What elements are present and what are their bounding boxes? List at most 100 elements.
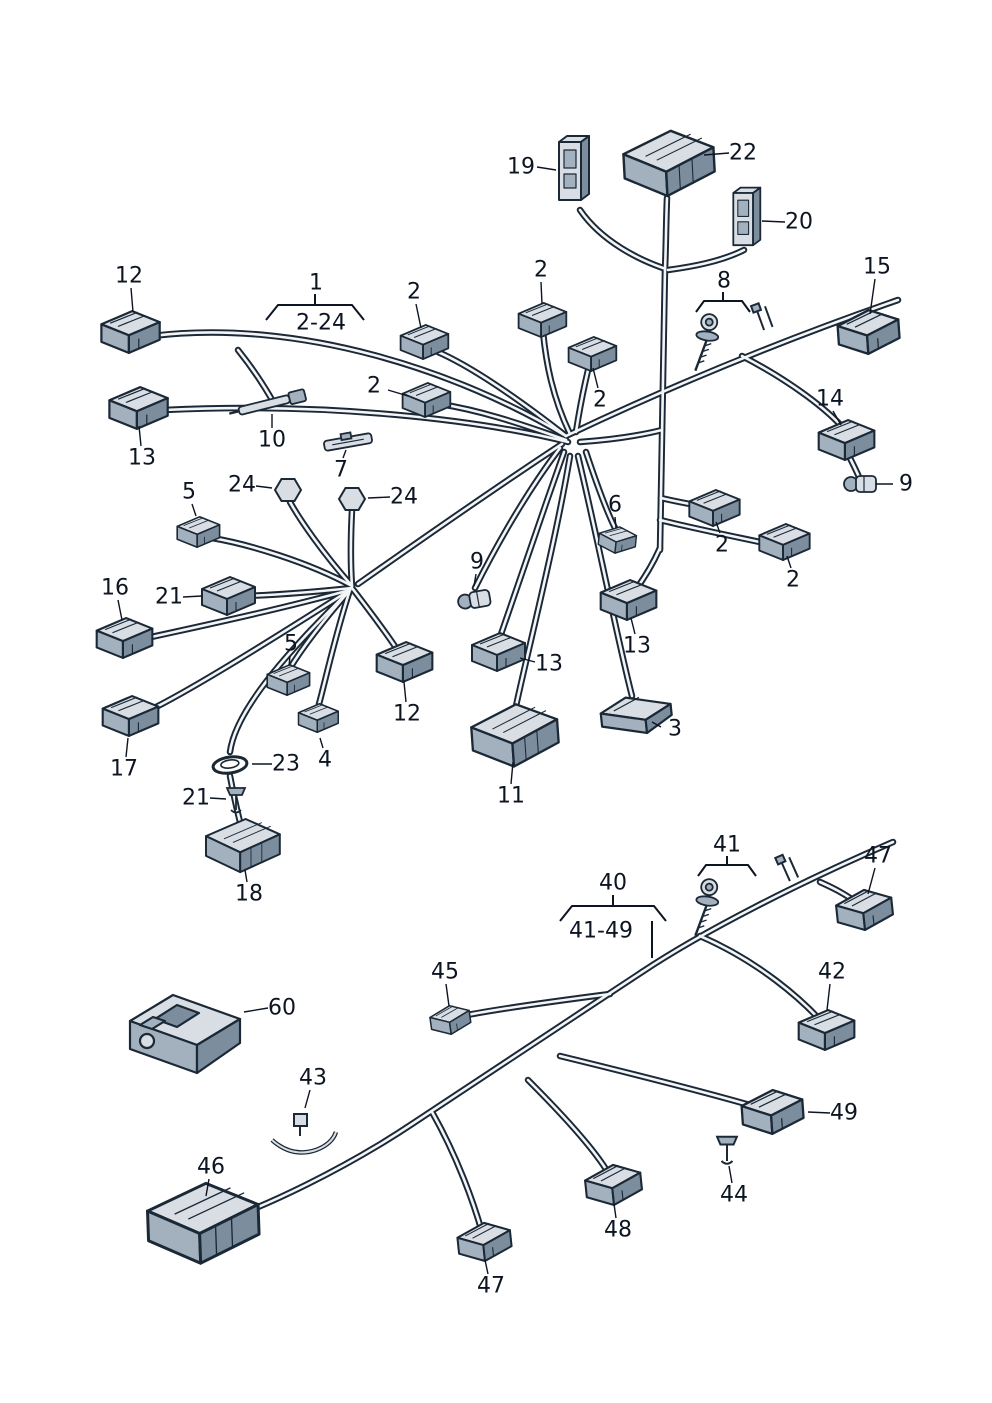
- part-clip-21b: [226, 787, 246, 814]
- part-connector-14: [817, 418, 876, 462]
- harness-wire-core: [349, 508, 354, 588]
- leader-label-44: [728, 1165, 733, 1184]
- harness-wire-core: [210, 536, 354, 588]
- part-connector-4: [297, 703, 339, 733]
- leader-label-5a: [191, 503, 197, 517]
- label-20: 20: [785, 210, 813, 235]
- leader-label-3: [651, 721, 662, 728]
- part-connector-12b: [375, 640, 434, 684]
- part-connector-20: [732, 186, 762, 247]
- part-tie-wrap-2: [774, 851, 800, 884]
- label-12b: 12: [393, 702, 421, 727]
- leader-label-17: [125, 737, 129, 758]
- part-connector-11: [468, 700, 562, 771]
- harness-wire-core: [436, 350, 568, 438]
- label-40: 40: [599, 871, 627, 896]
- part-connector-16: [95, 616, 154, 660]
- harness-wire-core: [350, 586, 402, 656]
- leader-label-24b: [367, 496, 391, 499]
- leader-label-7: [342, 449, 347, 459]
- label-47a: 47: [864, 844, 892, 869]
- label-45: 45: [431, 960, 459, 985]
- leader-label-9b: [473, 573, 477, 587]
- leader-label-47a: [867, 867, 876, 895]
- harness-wire-core: [430, 1110, 484, 1234]
- part-connector-6: [596, 524, 638, 556]
- label-2-24: 2-24: [296, 311, 346, 336]
- label-8: 8: [717, 269, 731, 294]
- label-12: 12: [115, 264, 143, 289]
- harness-wire: [576, 206, 667, 272]
- harness-wire-core: [576, 454, 634, 698]
- harness-wire-core: [574, 360, 592, 434]
- part-connector-21a: [201, 576, 256, 616]
- leader-label-22: [703, 152, 730, 156]
- label-2a: 2: [534, 258, 548, 283]
- harness-wire-core: [564, 298, 900, 438]
- leader-label-42: [826, 983, 831, 1011]
- bracket-41: [697, 856, 757, 877]
- part-connector-5a: [176, 515, 221, 549]
- harness-wire-core: [663, 196, 669, 272]
- label-21a: 21: [155, 585, 183, 610]
- part-nut-24b: [338, 487, 366, 511]
- label-16: 16: [101, 576, 129, 601]
- harness-wire-core: [136, 588, 352, 642]
- label-5a: 5: [182, 480, 196, 505]
- leader-label-2a: [540, 281, 543, 305]
- label-9a: 9: [899, 472, 913, 497]
- label-2b: 2: [407, 280, 421, 305]
- part-connector-12: [100, 310, 161, 354]
- part-tie-wrap-1: [750, 300, 774, 333]
- label-18: 18: [235, 882, 263, 907]
- part-connector-2e: [688, 489, 741, 527]
- leader-label-6: [614, 516, 617, 529]
- label-4: 4: [318, 748, 332, 773]
- leader-label-21b: [209, 797, 227, 800]
- harness-wire-core: [578, 208, 665, 270]
- leader-label-47b: [484, 1259, 489, 1275]
- part-connector-9b: [455, 588, 493, 612]
- leader-label-2b: [415, 303, 422, 329]
- leader-label-15: [869, 278, 876, 315]
- harness-wire-core: [150, 331, 568, 438]
- leader-label-2e: [715, 521, 721, 534]
- label-23: 23: [272, 752, 300, 777]
- group-brackets: [265, 292, 757, 958]
- label-2c: 2: [367, 374, 381, 399]
- part-connector-18: [205, 818, 281, 874]
- bracket-8: [695, 292, 751, 313]
- leader-label-13c: [630, 617, 636, 635]
- label-49: 49: [830, 1101, 858, 1126]
- harness-wire-core: [666, 248, 746, 272]
- part-connector-2a: [517, 301, 568, 339]
- leader-label-49: [807, 1111, 831, 1114]
- part-connector-46: [145, 1180, 262, 1267]
- part-connector-22: [621, 127, 718, 200]
- harness-wire-core: [541, 330, 572, 436]
- harness-wire-core: [497, 450, 566, 642]
- part-connector-13: [108, 386, 169, 430]
- leader-label-13b: [519, 657, 536, 663]
- label-13a: 13: [128, 446, 156, 471]
- part-clip-7: [321, 428, 374, 452]
- harness-wire-core: [317, 588, 352, 706]
- harness-wire-core: [698, 934, 824, 1024]
- leader-label-16: [117, 599, 123, 621]
- part-connector-9a: [843, 475, 877, 493]
- part-connector-19: [558, 135, 590, 201]
- label-42: 42: [818, 960, 846, 985]
- label-1: 1: [309, 271, 323, 296]
- label-13b: 13: [535, 652, 563, 677]
- part-bracket-60: [128, 993, 242, 1075]
- leader-label-20: [761, 220, 786, 223]
- label-24a: 24: [228, 473, 256, 498]
- part-connector-2f: [758, 523, 811, 561]
- part-connector-49: [739, 1086, 806, 1138]
- label-7: 7: [334, 458, 348, 483]
- label-11: 11: [497, 784, 525, 809]
- leader-label-14: [832, 410, 842, 426]
- leader-label-11: [510, 761, 514, 785]
- bracket-1-2-24: [265, 294, 365, 321]
